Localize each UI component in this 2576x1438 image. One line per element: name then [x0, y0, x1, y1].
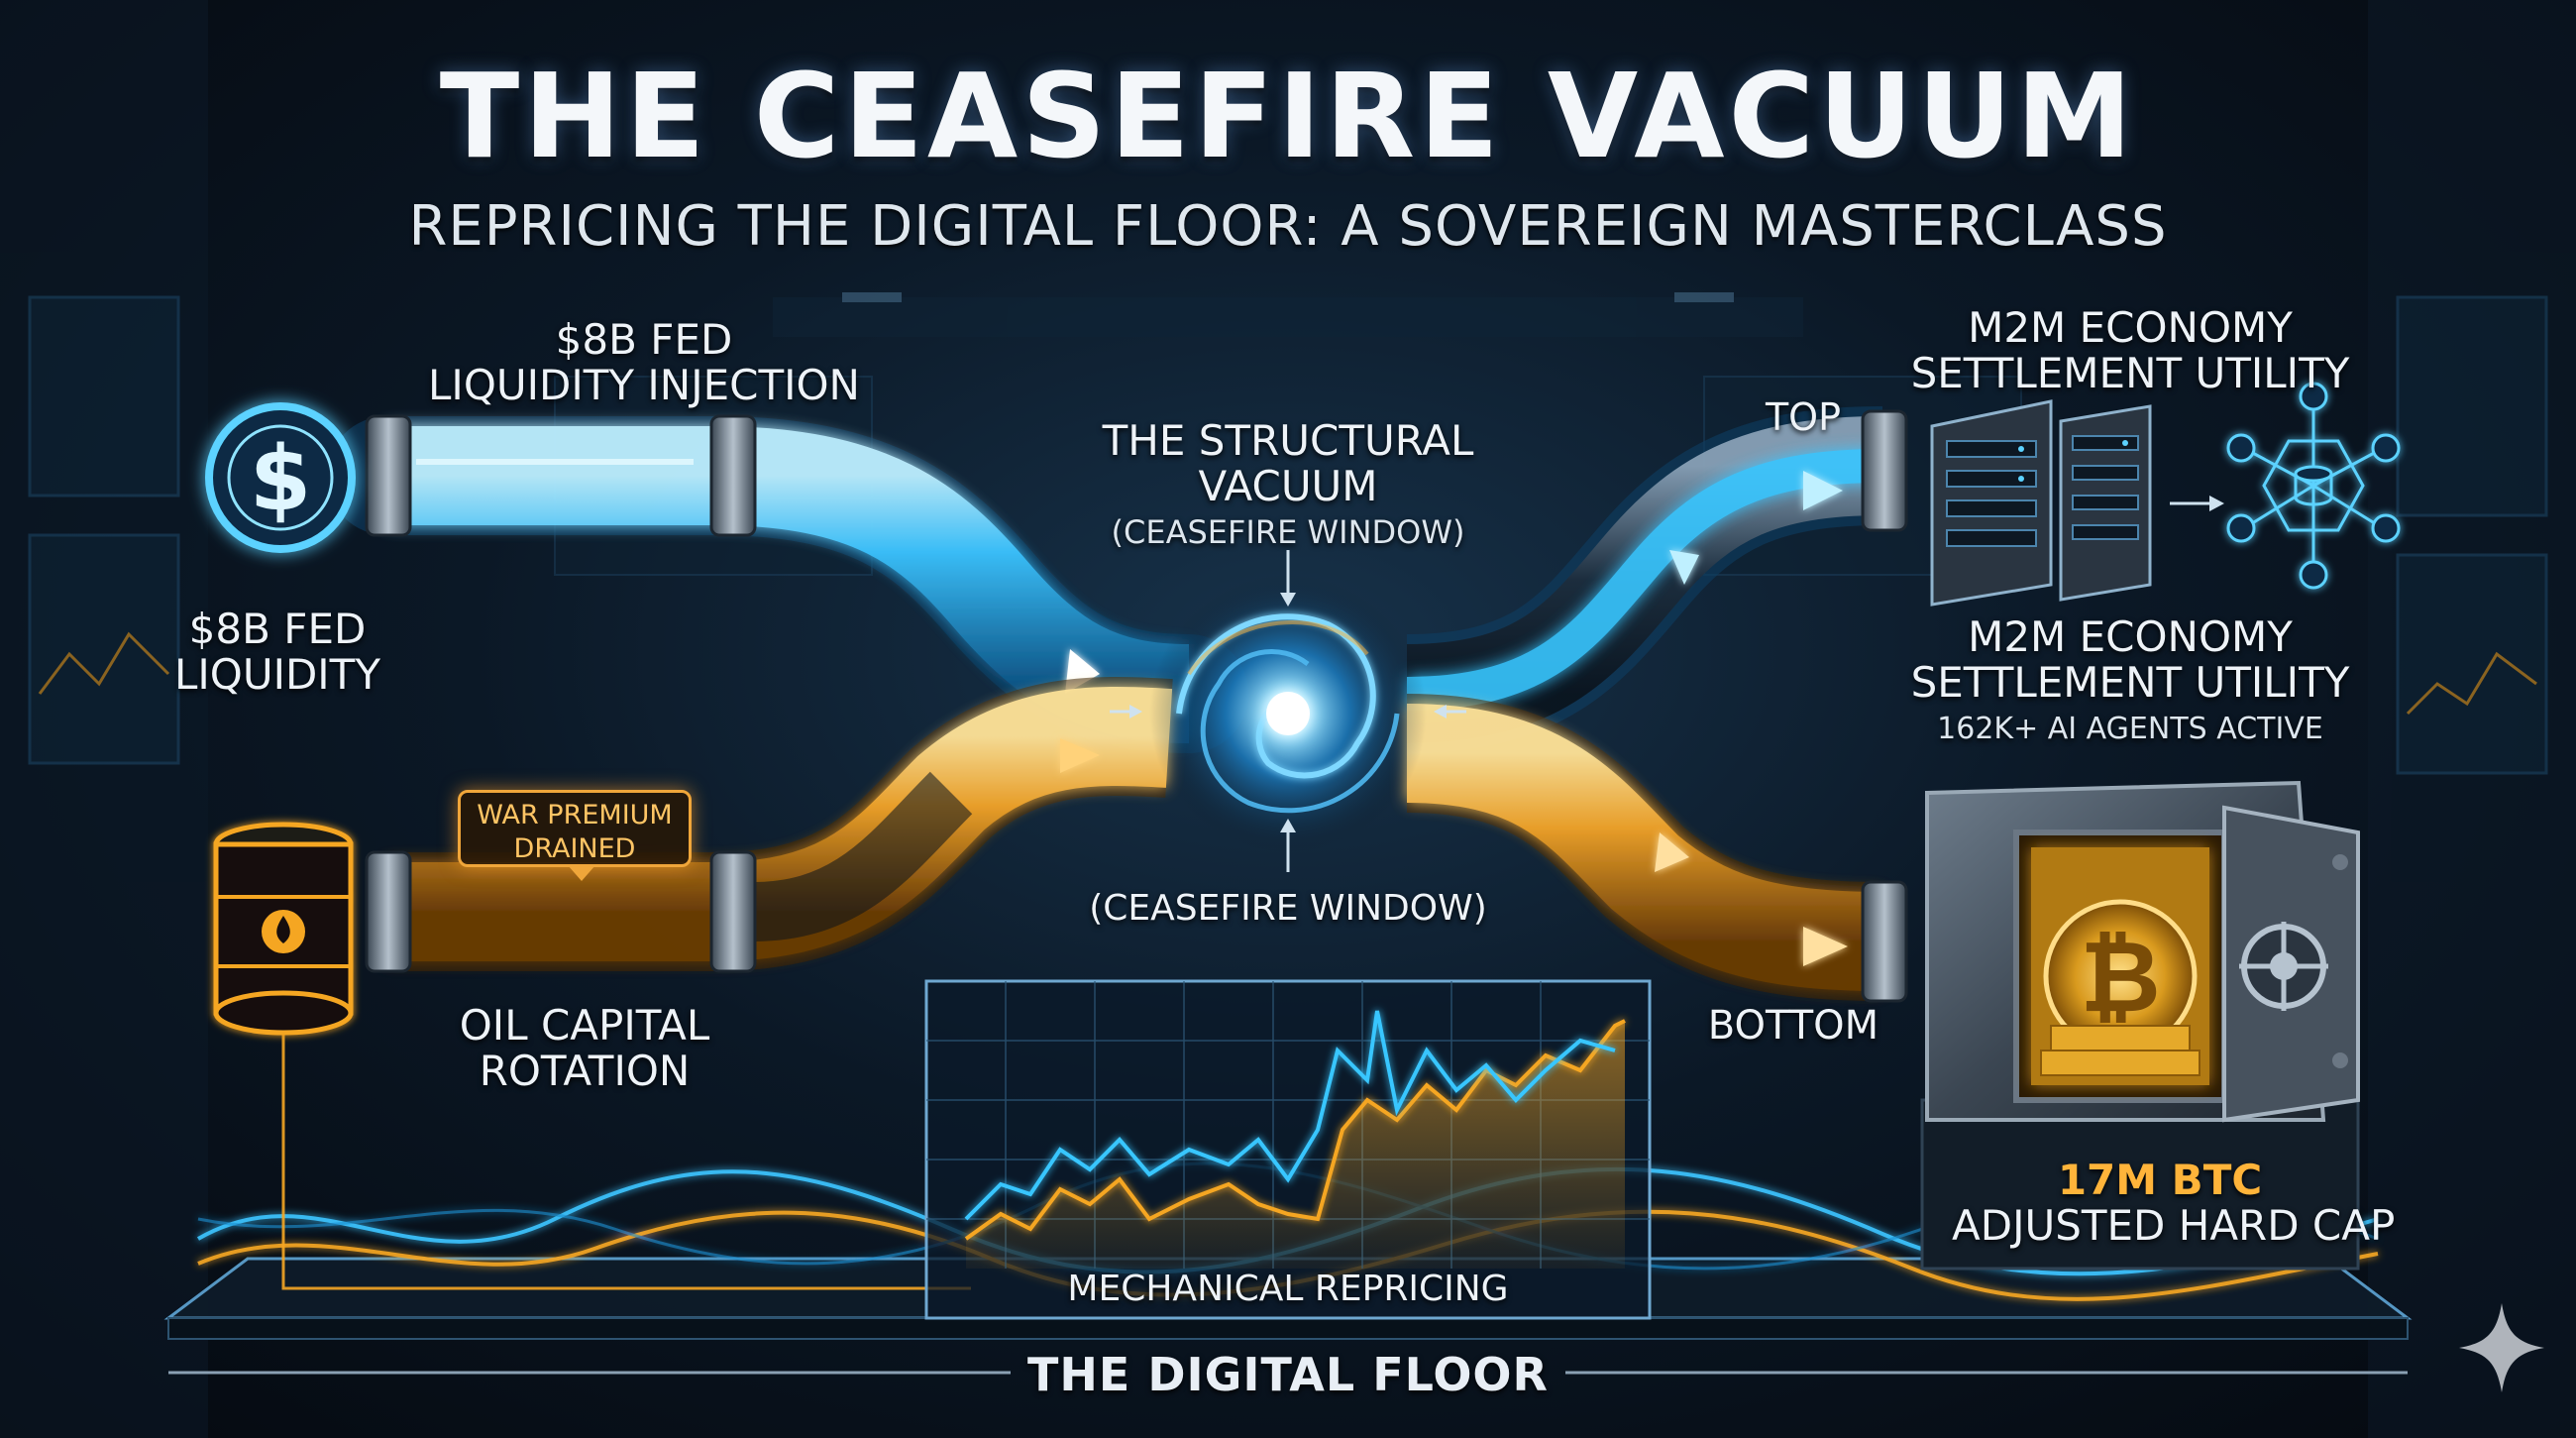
btc-cap-value: 17M BTC	[2057, 1156, 2263, 1204]
pipe-coupling	[709, 850, 757, 973]
pipe-coupling	[365, 414, 412, 537]
oil-capital-pipe	[365, 677, 1173, 973]
structural-vacuum-label: THE STRUCTURAL VACUUM (CEASEFIRE WINDOW)	[1040, 416, 1536, 552]
pipe-coupling	[1861, 880, 1908, 1003]
war-premium-line1: WAR PREMIUM	[477, 800, 673, 830]
vacuum-line2: VACUUM	[1198, 462, 1378, 510]
vacuum-line3: (CEASEFIRE WINDOW)	[1111, 513, 1465, 551]
m2m-line1: M2M ECONOMY	[1968, 612, 2293, 661]
pipe-coupling	[365, 850, 412, 973]
fed-injection-line1: $8B FED	[555, 315, 733, 364]
bitcoin-vault-icon: ₿	[1920, 780, 2360, 1271]
digital-floor-label: THE DIGITAL FLOOR	[1027, 1348, 1549, 1401]
bottom-label: BOTTOM	[1707, 1003, 1879, 1049]
svg-text:$: $	[250, 427, 312, 531]
network-hub-icon	[2226, 382, 2401, 590]
page-subtitle: REPRICING THE DIGITAL FLOOR: A SOVEREIGN…	[408, 194, 2168, 259]
top-label: TOP	[1765, 395, 1842, 439]
m2m-output-pipe	[1405, 406, 1908, 753]
btc-output-pipe	[1405, 694, 1908, 1003]
btc-cap-caption: ADJUSTED HARD CAP	[1952, 1201, 2396, 1250]
pipe-coupling	[1861, 409, 1908, 532]
flow-arrow-icon	[1655, 832, 1689, 872]
btc-cap-label: 17M BTC ADJUSTED HARD CAP	[1952, 1156, 2396, 1250]
fed-injection-line2: LIQUIDITY INJECTION	[428, 361, 860, 409]
ai-agents-count: 162K+ AI AGENTS ACTIVE	[1937, 712, 2323, 746]
oil-barrel-icon	[213, 822, 354, 1036]
flow-arrow-icon	[1060, 738, 1100, 773]
oil-rotation-label: OIL CAPITAL ROTATION	[386, 1003, 783, 1094]
fed-injection-label: $8B FED LIQUIDITY INJECTION	[396, 317, 892, 408]
pipe-coupling	[709, 414, 757, 537]
svg-text:₿: ₿	[2080, 919, 2161, 1035]
page-title: THE CEASEFIRE VACUUM	[439, 48, 2137, 184]
m2m-label: M2M ECONOMY SETTLEMENT UTILITY 162K+ AI …	[1882, 612, 2378, 747]
oil-rotation-line	[281, 1006, 971, 1290]
ceasefire-window-label: (CEASEFIRE WINDOW)	[1089, 888, 1487, 929]
m2m-top-line2: SETTLEMENT UTILITY	[1910, 349, 2350, 397]
oil-rotation-line2: ROTATION	[479, 1047, 691, 1095]
vacuum-line1: THE STRUCTURAL	[1102, 416, 1474, 465]
mechanical-repricing-label: MECHANICAL REPRICING	[1067, 1269, 1509, 1309]
repricing-chart	[924, 979, 1652, 1320]
m2m-top-line1: M2M ECONOMY	[1968, 303, 2293, 352]
m2m-line2: SETTLEMENT UTILITY	[1910, 658, 2350, 707]
fed-liquidity-line2: LIQUIDITY	[173, 650, 380, 699]
oil-rotation-line1: OIL CAPITAL	[459, 1001, 710, 1050]
m2m-top-label: M2M ECONOMY SETTLEMENT UTILITY	[1882, 305, 2378, 396]
server-rack-icon	[1930, 399, 2224, 607]
vortex	[1110, 550, 1466, 872]
sparkle-icon	[2459, 1303, 2544, 1392]
fed-liquidity-line1: $8B FED	[188, 605, 367, 653]
war-premium-callout: WAR PREMIUM DRAINED	[458, 790, 692, 881]
war-premium-line2: DRAINED	[513, 833, 636, 864]
flow-arrow-icon	[1803, 927, 1848, 966]
fed-liquidity-label: $8B FED LIQUIDITY	[129, 607, 426, 698]
flow-arrow-icon	[1803, 471, 1843, 510]
dollar-coin-icon: $	[205, 402, 356, 553]
flow-arrow-icon	[1669, 550, 1699, 585]
